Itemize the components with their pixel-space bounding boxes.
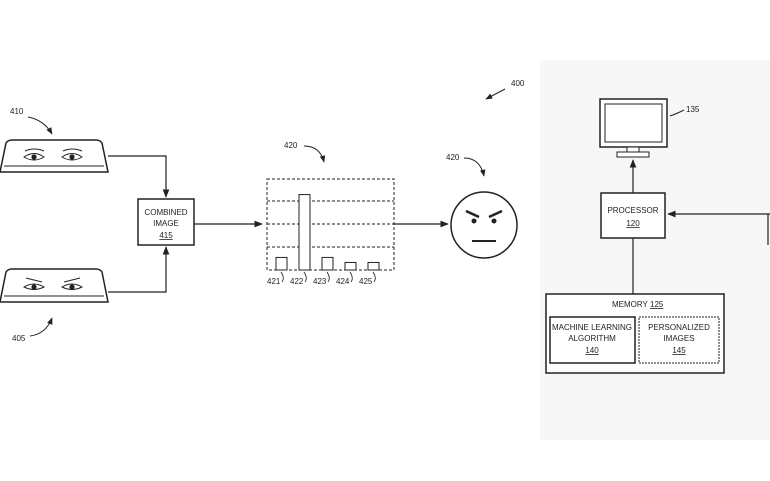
histogram-bar-label: 424 [336, 277, 350, 286]
svg-text:135: 135 [686, 105, 700, 114]
personalized-images-box: PERSONALIZED IMAGES 145 [638, 316, 720, 364]
svg-text:420: 420 [284, 141, 298, 150]
histogram-bar-labels: 421 422 423 424 425 [267, 271, 376, 286]
eye-image-top [0, 139, 109, 173]
ref-410: 410 [10, 107, 53, 135]
processor-box: PROCESSOR 120 [600, 192, 666, 239]
svg-text:410: 410 [10, 107, 24, 116]
eye-image-bottom [0, 268, 109, 303]
svg-text:IMAGE: IMAGE [153, 219, 179, 228]
histogram-leader-line [280, 271, 284, 283]
left-eye-icon [23, 148, 45, 161]
angry-face-icon [450, 191, 518, 259]
histogram-leader-line [326, 271, 330, 283]
histogram-bars [275, 194, 380, 271]
svg-text:MEMORY: MEMORY [612, 300, 649, 309]
svg-text:125: 125 [650, 300, 664, 309]
svg-text:IMAGES: IMAGES [663, 334, 694, 343]
histogram-leader-line [349, 271, 353, 283]
connector-eyes-to-combined [108, 155, 170, 293]
histogram-bar-424 [344, 261, 357, 271]
svg-text:PROCESSOR: PROCESSOR [607, 206, 658, 215]
combined-image-box: COMBINED IMAGE 415 [137, 198, 195, 246]
right-eye-icon [60, 277, 84, 290]
svg-text:MACHINE LEARNING: MACHINE LEARNING [552, 323, 632, 332]
ref-135: 135 [669, 105, 700, 117]
histogram-bar-label: 425 [359, 277, 373, 286]
ref-420-face: 420 [446, 153, 486, 177]
ml-algorithm-box: MACHINE LEARNING ALGORITHM 140 [549, 316, 636, 364]
histogram: 421 422 423 424 425 [266, 178, 395, 286]
svg-text:405: 405 [12, 334, 26, 343]
ref-405: 405 [12, 317, 53, 343]
right-eye-icon [61, 148, 83, 161]
left-eye-icon [22, 277, 46, 290]
histogram-leader-line [372, 271, 376, 283]
monitor-icon [599, 98, 668, 158]
svg-text:PERSONALIZED: PERSONALIZED [648, 323, 710, 332]
svg-text:420: 420 [446, 153, 460, 162]
svg-text:400: 400 [511, 79, 525, 88]
svg-text:120: 120 [626, 219, 640, 228]
svg-text:415: 415 [159, 231, 173, 240]
svg-text:145: 145 [672, 346, 686, 355]
svg-text:ALGORITHM: ALGORITHM [568, 334, 616, 343]
histogram-bar-label: 423 [313, 277, 327, 286]
histogram-bar-423 [321, 256, 334, 271]
histogram-bar-421 [275, 256, 288, 271]
histogram-bar-label: 421 [267, 277, 281, 286]
svg-text:COMBINED: COMBINED [144, 208, 187, 217]
svg-text:140: 140 [585, 346, 599, 355]
ref-420-histogram: 420 [284, 141, 326, 163]
histogram-bar-label: 422 [290, 277, 304, 286]
histogram-bar-422 [298, 194, 311, 271]
histogram-leader-line [303, 271, 307, 283]
histogram-bar-425 [367, 261, 380, 271]
figure-ref-400: 400 [485, 79, 525, 100]
